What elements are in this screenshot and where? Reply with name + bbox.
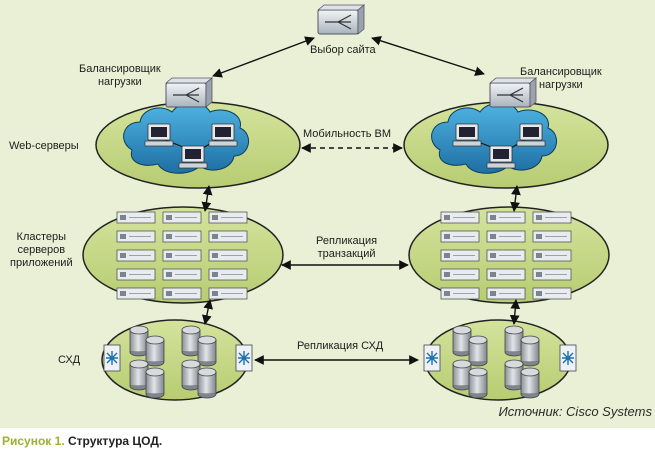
workstation-icon: [452, 123, 482, 147]
label-storage: СХД: [58, 354, 81, 366]
arrow-site-to-left-lb: [212, 36, 315, 78]
arrow-web-app-left: [201, 185, 213, 212]
caption-number: Рисунок 1.: [2, 434, 65, 448]
arrow-app-storage-right: [509, 299, 521, 325]
san-switch-icon: [423, 344, 441, 372]
workstation-icon: [144, 123, 174, 147]
switch-icon: [165, 77, 213, 108]
datacenter-diagram: [82, 4, 610, 401]
san-switch-icon: [559, 344, 577, 372]
label-vm-mobility: Мобильность ВМ: [303, 128, 392, 140]
label-load-balancer-right: Балансировщик нагрузки: [520, 66, 602, 91]
ellipse-storage-right: [424, 319, 572, 401]
label-web-servers: Web-серверы: [9, 140, 79, 152]
label-app-clusters: Кластеры серверов приложений: [10, 231, 73, 269]
label-load-balancer-left: Балансировщик нагрузки: [79, 63, 161, 88]
workstation-icon: [486, 145, 516, 169]
arrow-web-app-right: [510, 185, 521, 212]
workstation-icon: [178, 145, 208, 169]
figure-caption: Рисунок 1. Структура ЦОД.: [2, 434, 162, 448]
workstation-icon: [208, 123, 238, 147]
label-storage-replication: Репликация СХД: [297, 340, 384, 352]
switch-icon: [317, 4, 365, 35]
ellipse-storage-left: [101, 319, 249, 401]
san-switch-icon: [235, 344, 253, 372]
label-site-selection: Выбор сайта: [310, 44, 376, 56]
cloud-right: [431, 102, 557, 174]
label-transaction-replication: Репликация транзакций: [316, 235, 378, 260]
arrow-app-storage-left: [202, 299, 213, 325]
san-switch-icon: [103, 344, 121, 372]
cloud-left: [123, 102, 249, 174]
caption-text: Структура ЦОД.: [64, 434, 163, 448]
arrow-site-to-right-lb: [371, 36, 485, 76]
source-credit: Источник: Cisco Systems: [498, 404, 652, 419]
workstation-icon: [516, 123, 546, 147]
